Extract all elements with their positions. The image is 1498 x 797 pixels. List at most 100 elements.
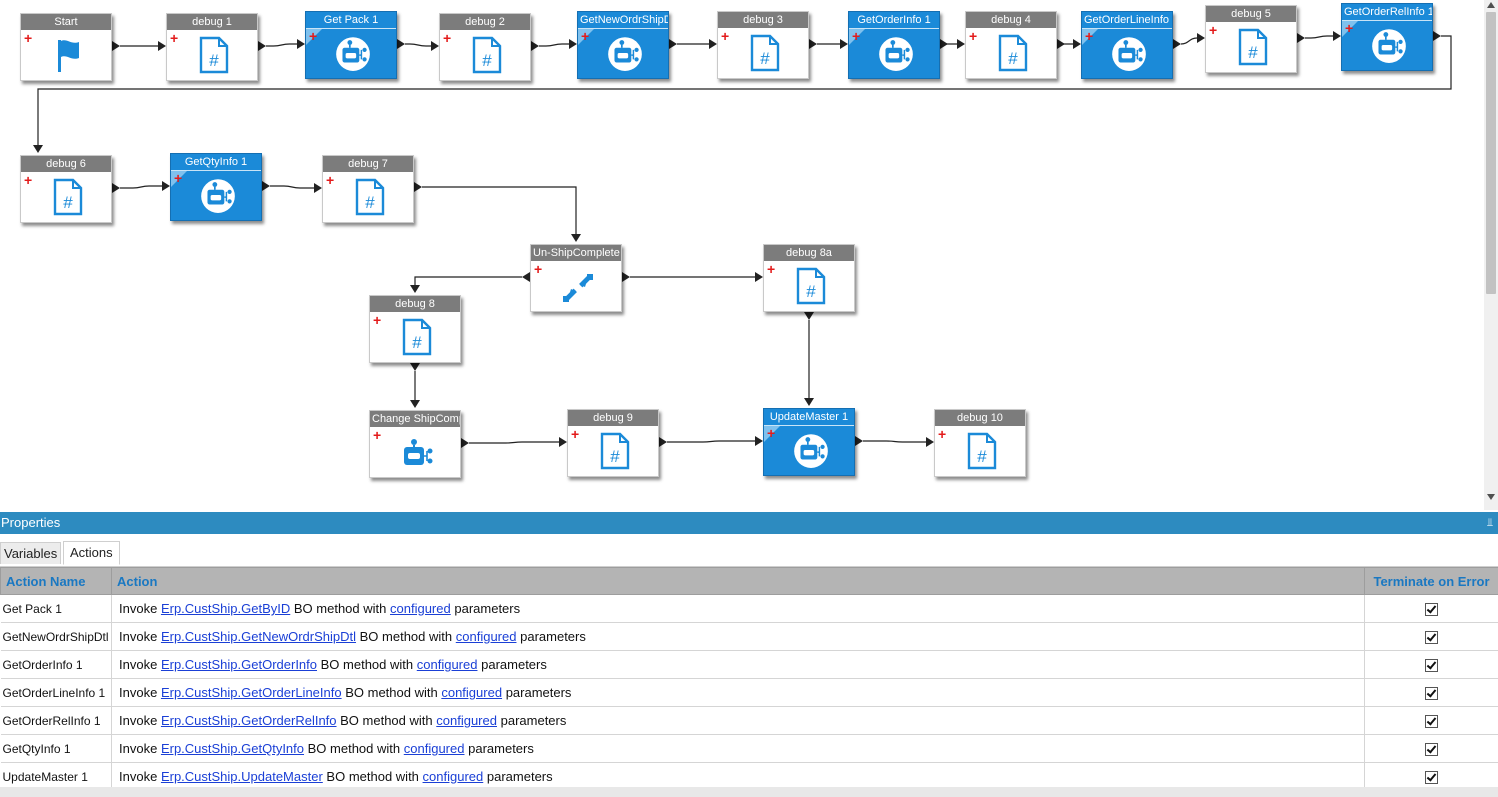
connector-arrow — [410, 363, 420, 371]
add-icon[interactable]: + — [443, 30, 452, 46]
svg-text:#: # — [1008, 49, 1018, 68]
node-title: Change ShipComp — [370, 411, 460, 427]
workflow-node-getorderrelinfo1[interactable]: GetOrderRelInfo 1+ — [1341, 3, 1433, 71]
node-title: Get Pack 1 — [306, 12, 396, 29]
workflow-node-start[interactable]: Start+ — [20, 13, 112, 81]
workflow-node-debug6[interactable]: debug 6+# — [20, 155, 112, 223]
workflow-node-getpack1[interactable]: Get Pack 1+ — [305, 11, 397, 79]
add-icon[interactable]: + — [767, 261, 776, 277]
svg-text:#: # — [760, 49, 770, 68]
configured-link[interactable]: configured — [422, 769, 484, 784]
action-name-cell: GetOrderInfo 1 — [0, 650, 112, 679]
terminate-checkbox[interactable] — [1425, 630, 1438, 644]
column-header-terminate-on-error[interactable]: Terminate on Error — [1364, 567, 1498, 595]
configured-link[interactable]: configured — [441, 685, 503, 700]
column-header-action-name[interactable]: Action Name — [0, 567, 112, 595]
action-cell: Invoke Erp.CustShip.GetOrderInfo BO meth… — [111, 650, 1365, 679]
add-icon[interactable]: + — [326, 172, 335, 188]
add-icon[interactable]: + — [373, 312, 382, 328]
workflow-canvas[interactable]: Start+debug 1+#Get Pack 1+debug 2+#GetNe… — [0, 0, 1484, 510]
add-icon[interactable]: + — [969, 28, 978, 44]
configured-link[interactable]: configured — [390, 601, 451, 616]
action-prefix: Invoke — [119, 629, 158, 644]
connector — [1305, 35, 1333, 39]
connector-arrow — [461, 438, 469, 448]
workflow-node-debug4[interactable]: debug 4+# — [965, 11, 1057, 79]
add-icon[interactable]: + — [373, 427, 382, 443]
canvas-vertical-scrollbar[interactable] — [1484, 0, 1498, 510]
scroll-up-arrow-icon[interactable] — [1487, 2, 1495, 8]
add-icon[interactable]: + — [852, 28, 861, 44]
add-icon[interactable]: + — [24, 30, 33, 46]
add-icon[interactable]: + — [309, 28, 318, 44]
workflow-node-unshipcomplete[interactable]: Un-ShipComplete+ — [530, 244, 622, 312]
add-icon[interactable]: + — [170, 30, 179, 46]
add-icon[interactable]: + — [1209, 22, 1218, 38]
add-icon[interactable]: + — [1345, 20, 1354, 36]
workflow-node-debug9[interactable]: debug 9+# — [567, 409, 659, 477]
action-name-cell: Get Pack 1 — [0, 594, 112, 623]
workflow-node-debug8[interactable]: debug 8+# — [369, 295, 461, 363]
terminate-checkbox[interactable] — [1425, 658, 1438, 672]
configured-link[interactable]: configured — [403, 741, 465, 756]
scrollbar-thumb[interactable] — [1486, 12, 1496, 294]
method-link[interactable]: Erp.CustShip.GetOrderInfo — [160, 657, 318, 672]
add-icon[interactable]: + — [721, 28, 730, 44]
terminate-checkbox[interactable] — [1425, 714, 1438, 728]
workflow-node-debug2[interactable]: debug 2+# — [439, 13, 531, 81]
connector-arrow — [804, 398, 814, 406]
workflow-node-debug8a[interactable]: debug 8a+# — [763, 244, 855, 312]
terminate-checkbox[interactable] — [1425, 686, 1438, 700]
workflow-node-getnewordrshipd[interactable]: GetNewOrdrShipD+ — [577, 11, 669, 79]
configured-link[interactable]: configured — [455, 629, 517, 644]
method-link[interactable]: Erp.CustShip.GetQtyInfo — [160, 741, 305, 756]
method-link[interactable]: Erp.CustShip.GetOrderRelInfo — [160, 713, 337, 728]
method-link[interactable]: Erp.CustShip.GetOrderLineInfo — [160, 685, 342, 700]
tab-variables[interactable]: Variables — [0, 542, 62, 564]
terminate-cell — [1364, 678, 1498, 707]
workflow-node-debug5[interactable]: debug 5+# — [1205, 5, 1297, 73]
add-icon[interactable]: + — [581, 28, 590, 44]
add-icon[interactable]: + — [571, 426, 580, 442]
workflow-node-getorderinfo1[interactable]: GetOrderInfo 1+ — [848, 11, 940, 79]
workflow-node-debug10[interactable]: debug 10+# — [934, 409, 1026, 477]
configured-link[interactable]: configured — [416, 657, 478, 672]
node-title: debug 10 — [935, 410, 1025, 426]
pin-icon[interactable]: ⫫ — [1486, 517, 1493, 529]
add-icon[interactable]: + — [24, 172, 33, 188]
add-icon[interactable]: + — [938, 426, 947, 442]
method-link[interactable]: Erp.CustShip.UpdateMaster — [160, 769, 323, 784]
workflow-node-getorderlineinfo[interactable]: GetOrderLineInfo 1+ — [1081, 11, 1173, 79]
terminate-checkbox[interactable] — [1425, 742, 1438, 756]
terminate-checkbox[interactable] — [1425, 770, 1438, 784]
connector-arrow — [659, 437, 667, 447]
connector-arrow — [33, 145, 43, 153]
scroll-down-arrow-icon[interactable] — [1487, 494, 1495, 500]
workflow-node-debug7[interactable]: debug 7+# — [322, 155, 414, 223]
method-link[interactable]: Erp.CustShip.GetByID — [160, 601, 291, 616]
connector-arrow — [1073, 39, 1081, 49]
add-icon[interactable]: + — [1085, 28, 1094, 44]
connector — [37, 35, 1452, 145]
add-icon[interactable]: + — [534, 261, 543, 277]
workflow-node-debug1[interactable]: debug 1+# — [166, 13, 258, 81]
configured-link[interactable]: configured — [436, 713, 497, 728]
method-link[interactable]: Erp.CustShip.GetNewOrdrShipDtl — [160, 629, 357, 644]
terminate-checkbox[interactable] — [1425, 602, 1438, 616]
connector-arrow — [809, 39, 817, 49]
tab-actions[interactable]: Actions — [63, 541, 120, 565]
workflow-node-debug3[interactable]: debug 3+# — [717, 11, 809, 79]
workflow-node-changeshipcomp[interactable]: Change ShipComp+ — [369, 410, 461, 478]
column-header-action[interactable]: Action — [111, 567, 1365, 595]
add-icon[interactable]: + — [767, 425, 776, 441]
add-icon[interactable]: + — [174, 170, 183, 186]
workflow-node-getqtyinfo1[interactable]: GetQtyInfo 1+ — [170, 153, 262, 221]
terminate-cell — [1364, 734, 1498, 763]
workflow-node-updatemaster1[interactable]: UpdateMaster 1+ — [763, 408, 855, 476]
